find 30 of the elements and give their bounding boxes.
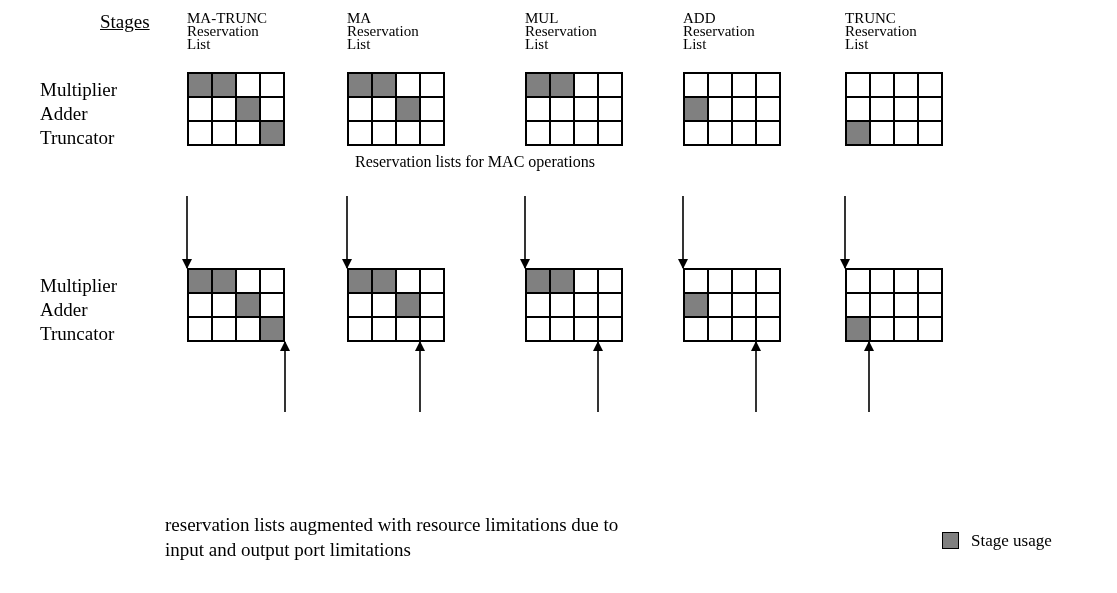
arrow [415, 341, 425, 413]
arrow [280, 341, 290, 413]
caption-text: reservation lists augmented with resource limitations due to input and output port limitations [165, 513, 620, 562]
list-heading: MUL Reservation List [525, 12, 598, 54]
list-heading: ADD Reservation List [683, 12, 756, 54]
arrow [751, 341, 761, 413]
list-heading: MA Reservation List [347, 12, 420, 54]
reservation-grid [525, 268, 623, 342]
arrow [840, 195, 850, 269]
arrow [864, 341, 874, 413]
list-heading: MA-TRUNC Reservation List [187, 12, 268, 54]
arrow [520, 195, 530, 269]
legend-text: Stage usage [971, 530, 1052, 552]
reservation-grid [347, 268, 445, 342]
list-heading: TRUNC Reservation List [845, 12, 918, 54]
row-label: Multiplier [40, 274, 118, 298]
row-label: Truncator [40, 322, 115, 346]
arrow [678, 195, 688, 269]
reservation-grid [845, 268, 943, 342]
row-label: Truncator [40, 126, 115, 150]
caption-text: Reservation lists for MAC operations [355, 152, 595, 173]
row-label: Multiplier [40, 78, 118, 102]
reservation-grid [187, 268, 285, 342]
row-label: Adder [40, 298, 88, 322]
arrow [182, 195, 192, 269]
arrow [593, 341, 603, 413]
row-label: Adder [40, 102, 88, 126]
heading: Stages [100, 10, 150, 34]
reservation-grid [683, 268, 781, 342]
arrow [342, 195, 352, 269]
